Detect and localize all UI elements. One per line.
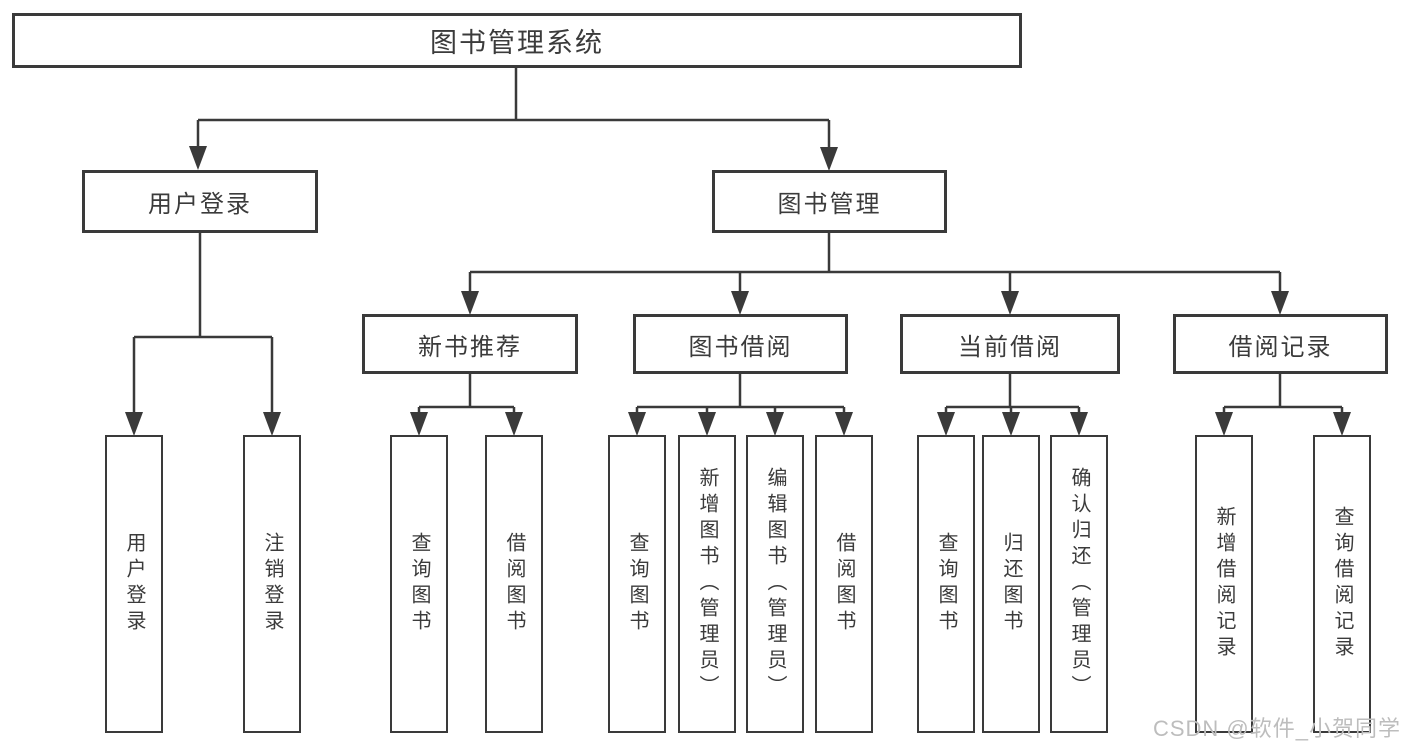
- arrow-down-icon: [698, 412, 716, 436]
- leaf-label: 查询图书: [408, 532, 430, 636]
- arrow-down-icon: [1070, 412, 1088, 436]
- connector-current-borrowing-to-leaves: [944, 374, 1081, 418]
- node-label: 图书管理系统: [430, 28, 604, 58]
- leaf-label: 查询借阅记录: [1331, 506, 1353, 662]
- arrow-down-icon: [505, 412, 523, 436]
- leaf-add-borrow-record: 新增借阅记录: [1195, 435, 1253, 733]
- leaf-query-borrow-record: 查询借阅记录: [1313, 435, 1371, 733]
- leaf-edit-book-admin: 编辑图书（管理员）: [746, 435, 804, 733]
- leaf-return-books: 归还图书: [982, 435, 1040, 733]
- node-book-borrowing: 图书借阅: [633, 314, 848, 374]
- node-library-management-system: 图书管理系统: [12, 13, 1022, 68]
- leaf-label: 查询图书: [626, 532, 648, 636]
- arrow-down-icon: [937, 412, 955, 436]
- node-book-management: 图书管理: [712, 170, 947, 233]
- node-borrowing-records: 借阅记录: [1173, 314, 1388, 374]
- leaf-confirm-return-admin: 确认归还（管理员）: [1050, 435, 1108, 733]
- leaf-add-book-admin: 新增图书（管理员）: [678, 435, 736, 733]
- node-current-borrowing: 当前借阅: [900, 314, 1120, 374]
- node-label: 当前借阅: [958, 333, 1062, 361]
- connector-user-login-to-leaves: [132, 233, 274, 418]
- leaf-label: 新增借阅记录: [1213, 506, 1235, 662]
- arrow-down-icon: [820, 147, 838, 171]
- arrow-down-icon: [410, 412, 428, 436]
- arrow-down-icon: [1002, 412, 1020, 436]
- connector-root-to-level2: [196, 68, 831, 154]
- node-label: 图书借阅: [688, 333, 793, 361]
- leaf-label: 确认归还（管理员）: [1068, 467, 1090, 701]
- arrow-down-icon: [766, 412, 784, 436]
- leaf-query-books-current: 查询图书: [917, 435, 975, 733]
- node-user-login: 用户登录: [82, 170, 318, 233]
- connector-borrowing-records-to-leaves: [1222, 374, 1344, 418]
- arrow-down-icon: [1001, 291, 1019, 315]
- node-label: 借阅记录: [1228, 333, 1333, 361]
- arrow-down-icon: [1333, 412, 1351, 436]
- leaf-borrow-books-recommend: 借阅图书: [485, 435, 543, 733]
- arrow-down-icon: [125, 412, 143, 436]
- arrow-down-icon: [731, 291, 749, 315]
- leaf-label: 新增图书（管理员）: [696, 467, 718, 701]
- leaf-label: 归还图书: [1000, 532, 1022, 636]
- connector-book-management-to-level3: [468, 233, 1282, 298]
- arrow-down-icon: [1215, 412, 1233, 436]
- leaf-label: 查询图书: [935, 532, 957, 636]
- connector-lines: [132, 68, 1344, 418]
- arrow-down-icon: [835, 412, 853, 436]
- connector-new-book-to-leaves: [417, 374, 516, 418]
- node-label: 新书推荐: [418, 333, 522, 361]
- node-label: 图书管理: [777, 191, 882, 218]
- connector-book-borrowing-to-leaves: [635, 374, 846, 418]
- leaf-logout: 注销登录: [243, 435, 301, 733]
- arrow-down-icon: [1271, 291, 1289, 315]
- arrow-down-icon: [461, 291, 479, 315]
- leaf-query-books-borrowing: 查询图书: [608, 435, 666, 733]
- leaf-label: 借阅图书: [503, 532, 525, 636]
- node-new-book-recommend: 新书推荐: [362, 314, 578, 374]
- arrow-down-icon: [263, 412, 281, 436]
- watermark: CSDN @软件_小贺同学: [1152, 716, 1401, 741]
- leaf-user-login: 用户登录: [105, 435, 163, 733]
- arrow-down-icon: [189, 146, 207, 170]
- node-label: 用户登录: [148, 191, 252, 218]
- leaf-label: 用户登录: [123, 532, 145, 636]
- leaf-label: 注销登录: [261, 532, 283, 636]
- leaf-borrow-books: 借阅图书: [815, 435, 873, 733]
- arrow-down-icon: [628, 412, 646, 436]
- leaf-label: 借阅图书: [833, 532, 855, 636]
- leaf-query-books-recommend: 查询图书: [390, 435, 448, 733]
- leaf-label: 编辑图书（管理员）: [764, 467, 786, 701]
